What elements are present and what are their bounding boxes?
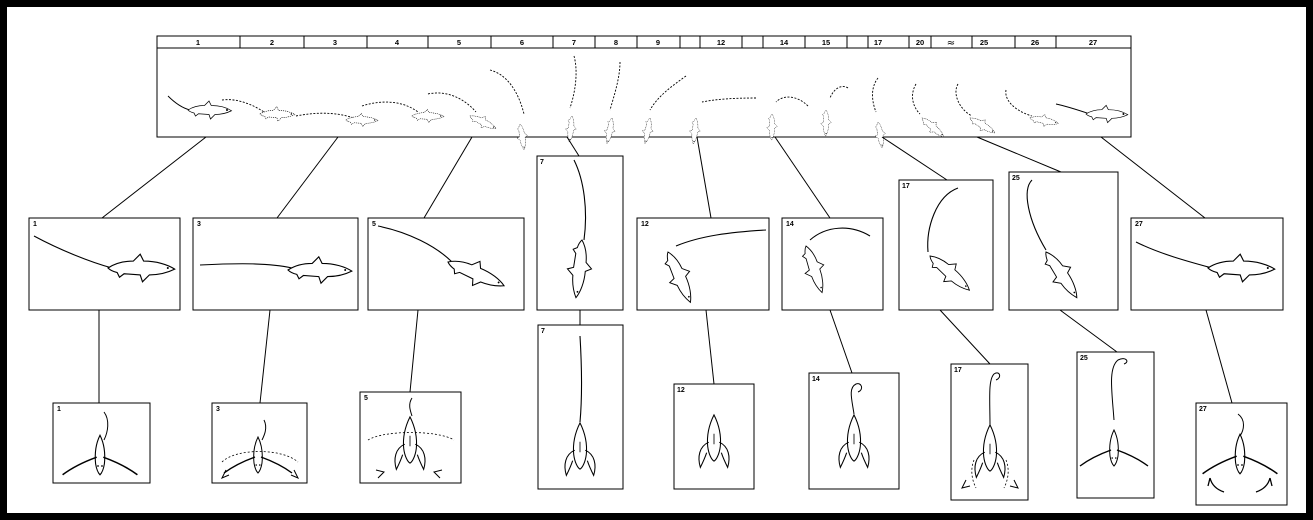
panel-number: 14 <box>786 221 794 228</box>
strip-label: 12 <box>717 38 725 47</box>
sequence-strip: 1 2 3 4 5 6 7 8 9 12 14 15 17 20 ≈ 25 26… <box>157 36 1131 151</box>
strip-label: 17 <box>874 38 882 47</box>
dorsal-panel: 27 <box>1196 403 1287 505</box>
panel-number: 7 <box>540 159 544 166</box>
dorsal-panel: 5 <box>360 392 461 483</box>
strip-label: 25 <box>980 38 988 47</box>
dorsal-panel: 17 <box>951 364 1028 500</box>
strip-approx-symbol: ≈ <box>947 38 955 49</box>
lateral-panel: 3 <box>193 218 358 310</box>
lateral-panel: 7 <box>537 156 623 310</box>
strip-label: 14 <box>780 38 789 47</box>
panel-number: 5 <box>372 221 376 228</box>
strip-label: 26 <box>1031 38 1039 47</box>
strip-label: 5 <box>457 38 461 47</box>
panel-number: 1 <box>33 221 37 228</box>
panel-number: 5 <box>364 395 368 402</box>
panel-number: 12 <box>677 387 685 394</box>
lateral-panel: 27 <box>1131 218 1283 310</box>
panel-number: 1 <box>57 406 61 413</box>
dorsal-panel: 3 <box>212 403 307 483</box>
panel-number: 27 <box>1135 221 1143 228</box>
panel-number: 12 <box>641 221 649 228</box>
panel-number: 3 <box>216 406 220 413</box>
strip-label: 7 <box>572 38 576 47</box>
panel-number: 25 <box>1012 175 1020 182</box>
strip-label: 3 <box>333 38 337 47</box>
panel-number: 17 <box>954 367 962 374</box>
panel-number: 3 <box>197 221 201 228</box>
strip-label: 15 <box>822 38 830 47</box>
panel-number: 17 <box>902 183 910 190</box>
lateral-panel: 14 <box>782 218 883 310</box>
strip-label: 27 <box>1089 38 1097 47</box>
lateral-panel: 17 <box>899 180 993 310</box>
dorsal-panel: 1 <box>53 403 150 483</box>
dorsal-panel: 7 <box>538 325 623 489</box>
panel-number: 7 <box>541 328 545 335</box>
strip-label: 20 <box>916 38 924 47</box>
panel-number: 27 <box>1199 406 1207 413</box>
lateral-panel: 12 <box>637 218 769 310</box>
panel-number: 14 <box>812 376 820 383</box>
strip-label: 1 <box>196 38 200 47</box>
strip-label: 2 <box>270 38 274 47</box>
strip-label: 9 <box>656 38 660 47</box>
dorsal-panel: 14 <box>809 373 899 489</box>
strip-label: 6 <box>520 38 524 47</box>
lateral-panel: 5 <box>368 218 524 310</box>
dorsal-panel: 25 <box>1077 352 1154 498</box>
lateral-panel: 25 <box>1009 172 1118 310</box>
strip-label: 8 <box>614 38 618 47</box>
dorsal-panel: 12 <box>674 384 754 489</box>
lateral-panel: 1 <box>29 218 180 310</box>
panel-number: 25 <box>1080 355 1088 362</box>
